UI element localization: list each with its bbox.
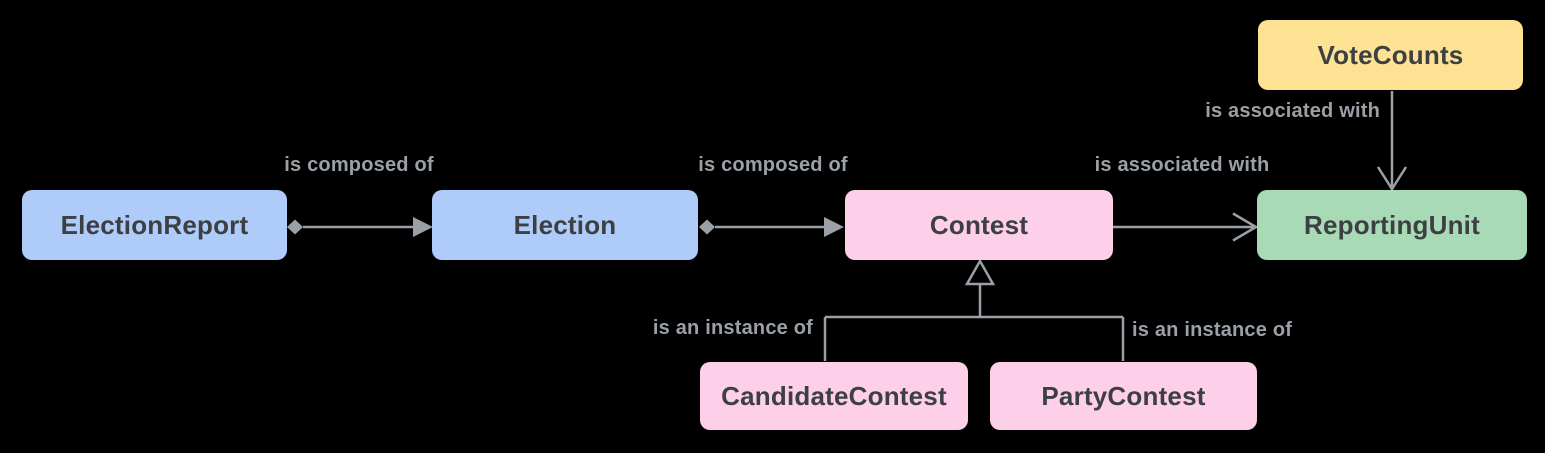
node-election-label: Election <box>513 209 617 240</box>
solid-arrowhead-icon <box>413 217 433 237</box>
edge-election-contest <box>699 217 844 237</box>
node-party-contest-label: PartyContest <box>1041 380 1206 411</box>
edge-contest-reportingunit <box>1113 212 1259 242</box>
node-reporting-unit[interactable]: ReportingUnit <box>1257 190 1527 260</box>
node-candidate-contest-label: CandidateContest <box>721 380 947 411</box>
node-candidate-contest[interactable]: CandidateContest <box>700 362 968 430</box>
edge-label-is-composed-of-1: is composed of <box>284 154 434 176</box>
node-election-report-label: ElectionReport <box>60 209 249 240</box>
node-contest-label: Contest <box>929 209 1029 240</box>
node-reporting-unit-label: ReportingUnit <box>1304 209 1480 240</box>
diamond-tail-icon <box>287 219 303 235</box>
node-party-contest[interactable]: PartyContest <box>990 362 1257 430</box>
node-contest[interactable]: Contest <box>845 190 1113 260</box>
open-arrowhead-icon <box>1376 166 1408 192</box>
edge-label-is-associated-with-2: is associated with <box>1205 100 1380 122</box>
edge-label-is-an-instance-of-1: is an instance of <box>652 317 813 339</box>
edge-electionreport-election <box>287 217 433 237</box>
edge-label-is-composed-of-2: is composed of <box>698 154 848 176</box>
node-election[interactable]: Election <box>432 190 698 260</box>
node-election-report[interactable]: ElectionReport <box>22 190 287 260</box>
edge-votecounts-reportingunit <box>1376 91 1408 192</box>
edge-label-is-associated-with-1: is associated with <box>1094 154 1270 176</box>
node-vote-counts-label: VoteCounts <box>1317 39 1464 70</box>
open-arrowhead-icon <box>1232 212 1259 242</box>
edge-label-is-an-instance-of-2: is an instance of <box>1132 319 1293 341</box>
solid-arrowhead-icon <box>824 217 844 237</box>
hollow-triangle-icon <box>964 258 996 286</box>
diamond-tail-icon <box>699 219 715 235</box>
node-vote-counts[interactable]: VoteCounts <box>1258 20 1523 90</box>
edge-contest-subtypes <box>823 258 1125 361</box>
